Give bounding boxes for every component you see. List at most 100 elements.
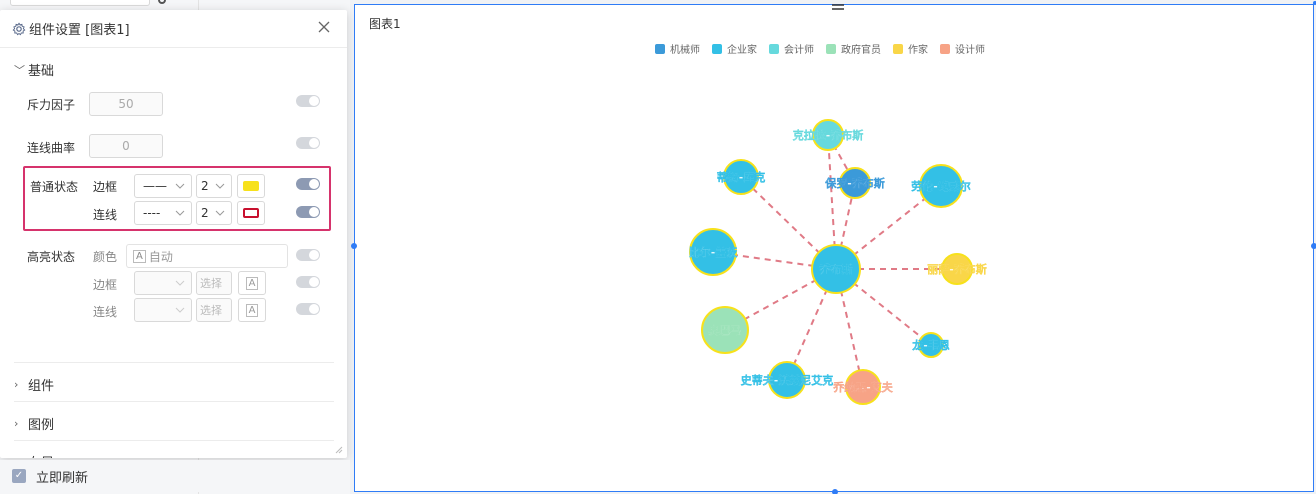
refresh-label: 立即刷新 [36,470,89,486]
normal-border-toggle[interactable] [296,178,320,190]
highlight-border-style-select[interactable] [134,271,192,295]
close-icon[interactable] [317,20,331,34]
graph-node[interactable] [919,164,963,208]
graph-node-label: 保罗-乔布斯 [824,176,885,190]
normal-border-color-button[interactable] [237,174,265,198]
highlight-link-width-placeholder: 选择 [200,304,222,317]
graph-node-label: 乔纳森-艾夫 [832,380,894,394]
repulsion-input[interactable]: 50 [89,92,163,116]
resize-dot-corner[interactable] [1313,1,1316,5]
drag-handle-icon[interactable] [831,3,845,11]
highlight-link-toggle[interactable] [296,303,320,315]
resize-corner-icon[interactable] [335,446,343,454]
highlight-link-width-select[interactable]: 选择 [196,298,232,322]
gear-icon [12,21,26,35]
graph-node-label: 劳伦-鲍威尔 [911,179,971,193]
chart-component[interactable]: 图表1 机械师企业家会计师政府官员作家设计师 乔布斯克拉拉-乔布斯保罗-乔布斯蒂… [351,1,1316,494]
normal-link-style-select[interactable]: ---- [134,201,192,225]
highlight-color-value: 自动 [148,249,173,264]
resize-dot-left[interactable] [351,243,357,249]
panel-header: 组件设置 [图表1] [0,10,347,48]
highlight-color-label: 颜色 [93,250,118,264]
highlight-border-width-placeholder: 选择 [200,277,222,290]
legend-item[interactable]: 机械师 [655,41,700,56]
legend-label: 企业家 [727,45,757,56]
chevron-right-icon: › [14,455,24,458]
graph-canvas[interactable]: 乔布斯克拉拉-乔布斯保罗-乔布斯蒂姆-库克劳伦-鲍威尔比尔-盖茨丽萨-乔布斯奥巴… [355,5,1315,493]
curvature-toggle[interactable] [296,137,320,149]
highlight-border-toggle[interactable] [296,276,320,288]
graph-node-label: 丽萨-乔布斯 [927,262,987,276]
normal-border-width-value: 2 [201,179,209,193]
section-basic[interactable]: ﹀ 基础 [14,60,55,80]
graph-node[interactable] [768,361,806,399]
graph-node[interactable] [839,167,871,199]
curvature-input[interactable]: 0 [89,134,163,158]
graph-node[interactable] [812,119,844,151]
highlight-border-label: 边框 [93,278,118,292]
chevron-down-icon: ﹀ [14,63,25,77]
chevron-right-icon: › [14,417,19,430]
legend-item[interactable]: 设计师 [940,41,985,56]
legend-item[interactable]: 作家 [893,41,928,56]
graph-link [835,268,932,346]
graph-node[interactable] [941,253,973,285]
highlight-link-color-button[interactable]: A [238,298,266,322]
normal-link-label: 连线 [93,208,118,222]
highlight-link-style-select[interactable] [134,298,192,322]
graph-node[interactable] [918,332,944,358]
chevron-down-icon [215,183,225,189]
section-layout[interactable]: › 布局 [14,452,54,458]
graph-node[interactable] [845,369,881,405]
normal-border-style-select[interactable]: —— [134,174,192,198]
legend-swatch [940,43,950,54]
repulsion-toggle[interactable] [296,95,320,107]
legend-swatch [712,43,722,54]
graph-node[interactable] [701,306,749,354]
graph-node-label: 乔布斯 [819,262,853,276]
highlight-border-width-select[interactable]: 选择 [196,271,232,295]
graph-node[interactable] [811,244,861,294]
repulsion-label: 斥力因子 [27,98,76,112]
chevron-down-icon [175,307,185,313]
legend-label: 会计师 [784,45,814,56]
legend-item[interactable]: 企业家 [712,41,757,56]
chevron-down-icon [175,210,185,216]
section-legend[interactable]: › 图例 [14,414,54,433]
legend-item[interactable]: 政府官员 [826,41,881,56]
chart-title: 图表1 [369,17,401,31]
font-color-icon: A [245,277,259,290]
refresh-checkbox[interactable]: ✓ [12,469,26,483]
graph-node[interactable] [723,159,759,195]
curvature-label: 连线曲率 [27,141,76,155]
section-basic-label: 基础 [28,64,55,79]
highlight-border-color-button[interactable]: A [238,271,266,295]
highlight-color-input[interactable]: A 自动 [126,244,288,268]
normal-link-color-swatch [243,208,259,218]
legend-swatch [769,43,779,54]
legend-swatch [655,43,665,54]
section-component[interactable]: › 组件 [14,375,54,394]
graph-node-label: 克拉拉-乔布斯 [793,128,864,142]
normal-border-width-select[interactable]: 2 [196,174,232,198]
legend-item[interactable]: 会计师 [769,41,814,56]
normal-link-color-button[interactable] [237,201,265,225]
normal-link-toggle[interactable] [296,206,320,218]
resize-dot-bottom[interactable] [832,489,838,494]
top-icon[interactable] [158,0,166,4]
graph-node-label: 比尔-盖茨 [689,245,738,259]
graph-link [786,268,837,381]
top-input-stub[interactable] [10,0,150,6]
graph-node[interactable] [689,228,737,276]
legend-swatch [893,43,903,54]
chevron-down-icon [175,183,185,189]
refresh-row[interactable]: ✓ 立即刷新 [0,460,350,492]
graph-link [835,268,864,388]
resize-dot-right[interactable] [1311,243,1316,249]
highlight-color-toggle[interactable] [296,249,320,261]
normal-link-width-value: 2 [201,206,209,220]
normal-border-label: 边框 [93,180,118,194]
section-component-label: 组件 [28,379,55,394]
normal-state-label: 普通状态 [30,180,79,194]
normal-link-width-select[interactable]: 2 [196,201,232,225]
